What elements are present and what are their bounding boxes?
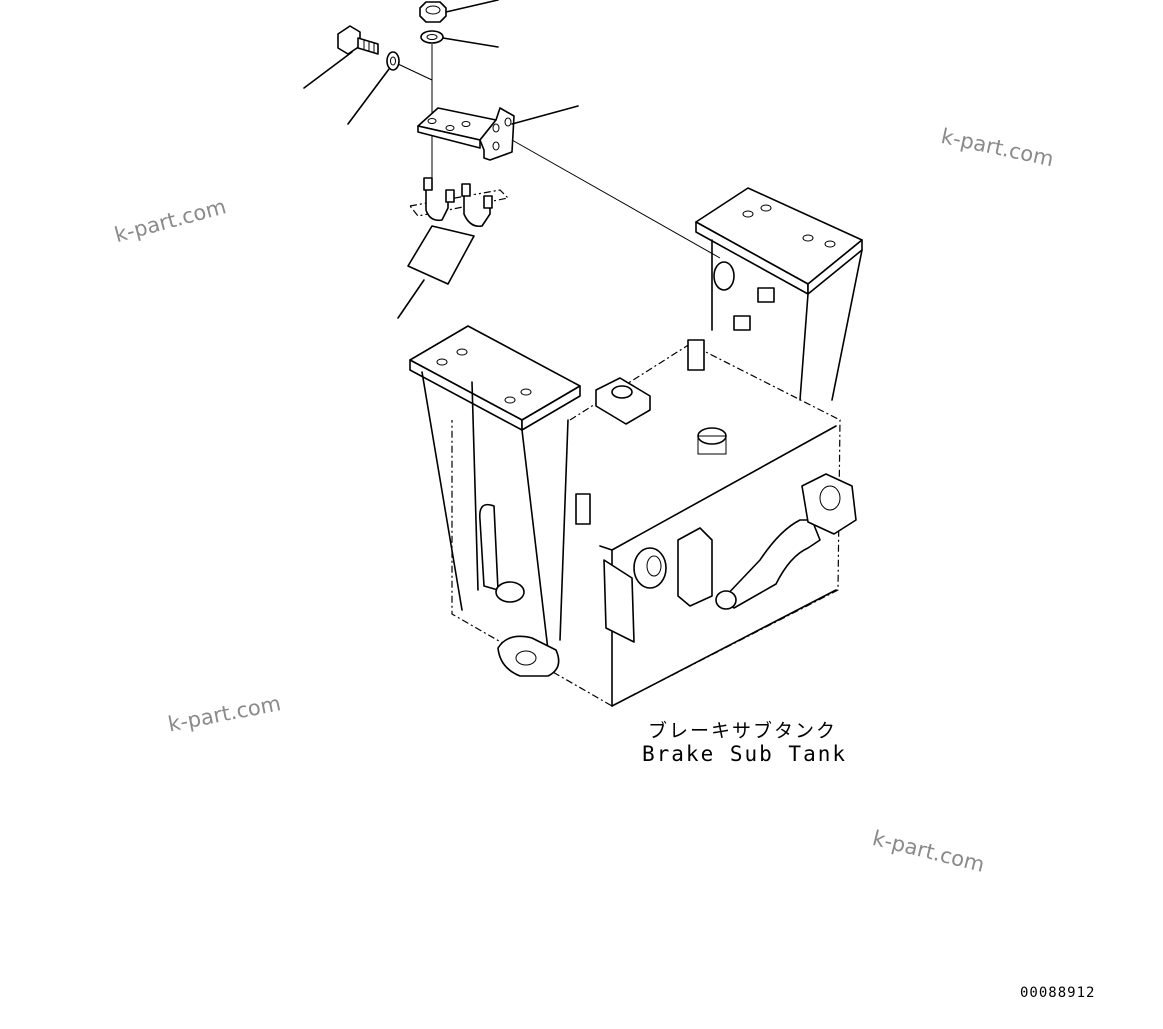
washer-upper-part	[420, 30, 499, 48]
caption-english: Brake Sub Tank	[642, 742, 848, 766]
caption-japanese: ブレーキサブタンク	[648, 720, 838, 742]
bolt-part	[303, 25, 379, 89]
drawing-number: 00088912	[1020, 985, 1096, 1001]
washer-lower-part	[347, 51, 433, 125]
u-bolt-clamp-part	[397, 177, 510, 319]
nut-part	[419, 0, 499, 23]
bracket-part	[417, 105, 721, 259]
brake-sub-tank-body	[409, 187, 863, 707]
